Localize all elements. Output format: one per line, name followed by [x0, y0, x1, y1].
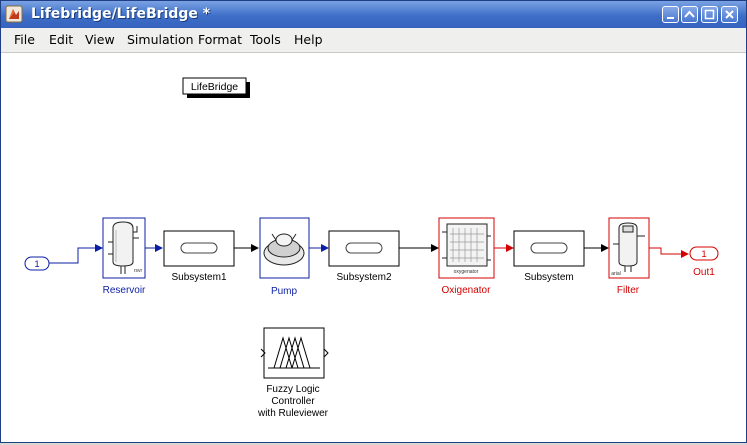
- maximize-icon: [704, 9, 715, 20]
- fuzzy-label-line3: with Ruleviewer: [257, 408, 329, 419]
- reservoir-label: Reservoir: [103, 285, 146, 296]
- subsystem-icon: [530, 242, 568, 254]
- window-title: Lifebridge/LifeBridge *: [31, 6, 211, 22]
- menu-view[interactable]: View: [85, 32, 115, 47]
- shade-button[interactable]: [681, 6, 698, 23]
- annotation-text: LifeBridge: [191, 81, 238, 93]
- close-icon: [725, 10, 734, 19]
- subsystem2-label: Subsystem2: [336, 272, 391, 283]
- title-bar[interactable]: Lifebridge/LifeBridge *: [1, 1, 746, 28]
- oxigenator-label: Oxigenator: [442, 285, 492, 296]
- fuzzy-label-line1: Fuzzy Logic: [266, 384, 319, 395]
- minimize-button[interactable]: [662, 6, 679, 23]
- menu-format[interactable]: Format: [198, 32, 243, 47]
- chevron-up-icon: [684, 10, 695, 18]
- maximize-button[interactable]: [701, 6, 718, 23]
- subsystem1-icon: [180, 242, 218, 254]
- outport-label: Out1: [693, 267, 715, 278]
- menu-help[interactable]: Help: [294, 32, 323, 47]
- close-button[interactable]: [721, 6, 738, 23]
- oxigenator-icon: [442, 223, 491, 267]
- subsystem2-block[interactable]: Subsystem2: [328, 230, 400, 283]
- inport-1[interactable]: 1: [24, 256, 50, 271]
- block-diagram: LifeBridge 1: [24, 77, 719, 419]
- filter-sublabel: arial: [611, 271, 620, 277]
- subsystem-label: Subsystem: [524, 272, 573, 283]
- subsystem2-icon: [345, 242, 383, 254]
- minimize-icon: [667, 17, 674, 19]
- subsystem1-block[interactable]: Subsystem1: [163, 230, 235, 283]
- menu-simulation[interactable]: Simulation: [127, 32, 194, 47]
- fuzzy-logic-block[interactable]: Fuzzy Logic Controller with Ruleviewer: [257, 327, 329, 419]
- filter-label: Filter: [617, 285, 640, 296]
- menu-tools[interactable]: Tools: [250, 32, 281, 47]
- model-canvas[interactable]: LifeBridge 1: [3, 53, 744, 441]
- line-filter-out[interactable]: [649, 247, 689, 258]
- inport-number: 1: [34, 259, 39, 270]
- outport-number: 1: [701, 249, 706, 260]
- subsystem1-label: Subsystem1: [171, 272, 226, 283]
- oxigenator-sublabel: oxygenator: [454, 269, 479, 275]
- menu-bar: File Edit View Simulation Format Tools H…: [1, 28, 746, 53]
- menu-file[interactable]: File: [14, 32, 35, 47]
- reservoir-icon: [108, 221, 139, 274]
- lifebridge-annotation[interactable]: LifeBridge: [182, 77, 250, 98]
- filter-icon: [613, 222, 645, 272]
- filter-block[interactable]: arial Filter: [608, 217, 650, 296]
- subsystem-block[interactable]: Subsystem: [513, 230, 585, 283]
- pump-label: Pump: [271, 286, 298, 297]
- fuzzy-label-line2: Controller: [271, 396, 315, 407]
- reservoir-block[interactable]: rsvr Reservoir: [102, 217, 146, 296]
- membership-functions-icon: [268, 336, 320, 369]
- menu-edit[interactable]: Edit: [49, 32, 74, 47]
- oxigenator-block[interactable]: oxygenator Oxigenator: [438, 217, 495, 296]
- reservoir-sublabel: rsvr: [134, 268, 143, 274]
- pump-block[interactable]: Pump: [259, 217, 310, 297]
- matlab-icon: [5, 5, 23, 23]
- outport-1[interactable]: 1 Out1: [689, 246, 719, 278]
- line-in-reservoir[interactable]: [49, 244, 103, 264]
- pump-icon: [263, 233, 305, 266]
